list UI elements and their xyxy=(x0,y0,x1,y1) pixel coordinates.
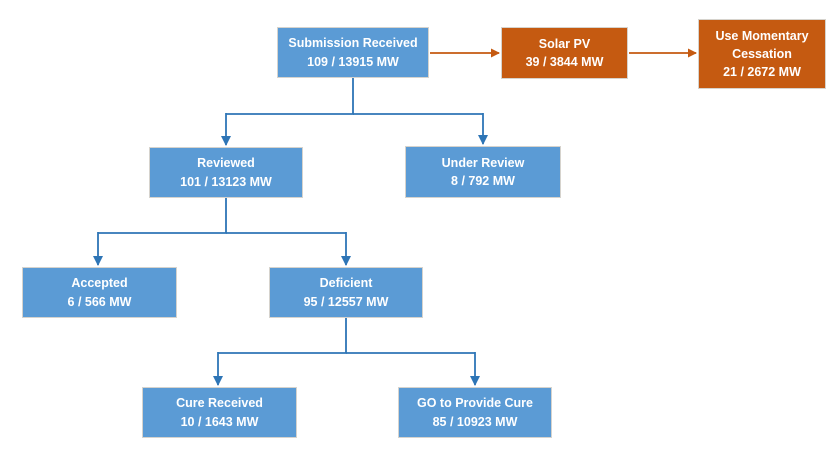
node-cure-received: Cure Received 10 / 1643 MW xyxy=(142,387,297,438)
connector-tree-deficient xyxy=(218,318,347,354)
node-label: Submission Received xyxy=(288,36,418,51)
node-label: Under Review xyxy=(441,155,525,170)
node-value: 109 / 13915 MW xyxy=(307,54,399,69)
node-value: 10 / 1643 MW xyxy=(180,414,259,429)
node-value: 85 / 10923 MW xyxy=(432,414,518,429)
node-label: GO to Provide Cure xyxy=(417,396,533,411)
node-accepted: Accepted 6 / 566 MW xyxy=(22,267,177,318)
node-solar-pv: Solar PV 39 / 3844 MW xyxy=(501,27,628,79)
node-label: Cure Received xyxy=(176,396,263,411)
node-label: Reviewed xyxy=(197,156,255,171)
node-value: 95 / 12557 MW xyxy=(303,294,389,309)
connector-tree-submission xyxy=(226,78,354,115)
node-label: Solar PV xyxy=(538,36,591,51)
node-under-review: Under Review 8 / 792 MW xyxy=(405,146,561,198)
connector-tree-reviewed xyxy=(98,198,227,234)
node-reviewed: Reviewed 101 / 13123 MW xyxy=(149,147,303,198)
node-label: Use Momentary Cessation xyxy=(715,28,809,61)
node-go-to-provide-cure: GO to Provide Cure 85 / 10923 MW xyxy=(398,387,552,438)
node-value: 39 / 3844 MW xyxy=(525,55,604,69)
node-submission-received: Submission Received 109 / 13915 MW xyxy=(277,27,429,78)
node-value: 6 / 566 MW xyxy=(67,294,132,309)
node-value: 8 / 792 MW xyxy=(451,174,515,188)
node-label: Accepted xyxy=(71,276,128,291)
node-use-momentary-cessation: Use Momentary Cessation 21 / 2672 MW xyxy=(698,19,826,89)
node-deficient: Deficient 95 / 12557 MW xyxy=(269,267,423,318)
node-value: 101 / 13123 MW xyxy=(180,174,272,189)
node-value: 21 / 2672 MW xyxy=(723,65,801,80)
node-label: Deficient xyxy=(319,276,373,291)
